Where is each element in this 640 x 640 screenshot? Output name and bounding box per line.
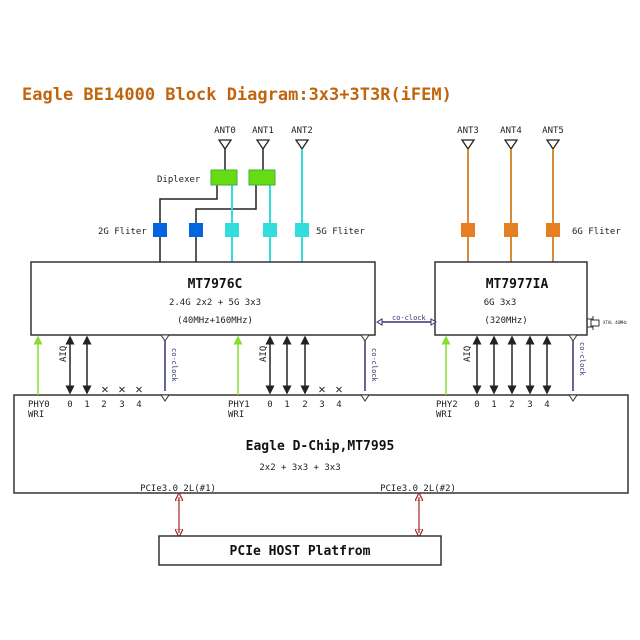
5g-filter-block bbox=[225, 223, 239, 237]
dchip-mt7995 bbox=[13, 394, 629, 494]
co-clock-arrow-icon bbox=[376, 318, 437, 326]
2g-filter-block bbox=[189, 223, 203, 237]
diplexer-label: Diplexer bbox=[157, 175, 201, 185]
unused-mark: ✕ bbox=[101, 382, 108, 396]
xtal-label: XTAL 40MHz bbox=[603, 320, 628, 325]
unused-mark: ✕ bbox=[318, 382, 325, 396]
mt7976c-chip bbox=[30, 261, 376, 336]
pcie-port-label: PCIe3.0 2L(#2) bbox=[380, 484, 456, 494]
antenna-icon bbox=[217, 139, 561, 151]
port-number: 2 bbox=[302, 400, 307, 410]
phy-label: PHY2 bbox=[436, 400, 458, 410]
pcie-port-label: PCIe3.0 2L(#1) bbox=[140, 484, 216, 494]
chip-name: MT7977IA bbox=[486, 277, 549, 292]
antenna-group: ANT0 ANT1 ANT2 ANT3 ANT4 ANT5 bbox=[214, 126, 564, 151]
antenna-label: ANT0 bbox=[214, 126, 236, 136]
port-number: 1 bbox=[284, 400, 289, 410]
6g-filter-block bbox=[546, 223, 560, 237]
port-number: 4 bbox=[544, 400, 549, 410]
unused-mark: ✕ bbox=[335, 382, 342, 396]
phy-label: PHY1 bbox=[228, 400, 250, 410]
6g-rf-path bbox=[467, 149, 554, 262]
antenna-label: ANT4 bbox=[500, 126, 522, 136]
co-clock-label: co-clock bbox=[170, 348, 178, 383]
antenna-label: ANT5 bbox=[542, 126, 564, 136]
port-number: 1 bbox=[84, 400, 89, 410]
2g-filter-label: 2G Fliter bbox=[98, 227, 147, 237]
5g-rf-path bbox=[231, 149, 303, 262]
port-number: 0 bbox=[474, 400, 479, 410]
mt7977ia-chip bbox=[434, 261, 588, 336]
chip-spec: 2x2 + 3x3 + 3x3 bbox=[259, 463, 340, 473]
unused-mark: ✕ bbox=[135, 382, 142, 396]
6g-filter-label: 6G Fliter bbox=[572, 227, 621, 237]
co-clock-label: co-clock bbox=[392, 314, 427, 322]
port-number: 2 bbox=[101, 400, 106, 410]
6g-filter-block bbox=[504, 223, 518, 237]
chip-bandwidth: (40MHz+160MHz) bbox=[177, 316, 253, 326]
phy-sub-label: WRI bbox=[28, 410, 44, 420]
phy-label: PHY0 bbox=[28, 400, 50, 410]
5g-filter-label: 5G Fliter bbox=[316, 227, 365, 237]
phy-sub-label: WRI bbox=[228, 410, 244, 420]
2g-rf-path bbox=[159, 149, 264, 262]
chip-bandwidth: (320MHz) bbox=[484, 316, 527, 326]
diplexer-block bbox=[210, 169, 238, 186]
antenna-label: ANT3 bbox=[457, 126, 479, 136]
port-number: 0 bbox=[67, 400, 72, 410]
5g-filter-block bbox=[263, 223, 277, 237]
port-number: 2 bbox=[509, 400, 514, 410]
co-clock-label: co-clock bbox=[578, 342, 586, 377]
port-number: 3 bbox=[119, 400, 124, 410]
phy1-interface: AIQ ✕ ✕ co-clock PHY1 WRI 0 1 2 3 4 bbox=[228, 334, 378, 420]
aiq-label: AIQ bbox=[59, 346, 69, 362]
antenna-label: ANT2 bbox=[291, 126, 313, 136]
co-clock-label: co-clock bbox=[370, 348, 378, 383]
chip-spec: 6G 3x3 bbox=[484, 298, 517, 308]
chip-spec: 2.4G 2x2 + 5G 3x3 bbox=[169, 298, 261, 308]
unused-mark: ✕ bbox=[118, 382, 125, 396]
diplexer-block bbox=[248, 169, 276, 186]
phy2-interface: AIQ co-clock PHY2 WRI 0 1 2 3 4 bbox=[436, 334, 586, 420]
port-number: 3 bbox=[319, 400, 324, 410]
port-number: 0 bbox=[267, 400, 272, 410]
aiq-label: AIQ bbox=[259, 346, 269, 362]
pcie-host-platform bbox=[158, 535, 442, 566]
port-number: 4 bbox=[336, 400, 341, 410]
antenna-label: ANT1 bbox=[252, 126, 274, 136]
chip-name: MT7976C bbox=[188, 277, 243, 292]
clock-triangle-icon bbox=[360, 334, 370, 402]
6g-filter-block bbox=[461, 223, 475, 237]
host-label: PCIe HOST Platfrom bbox=[230, 544, 371, 559]
phy-sub-label: WRI bbox=[436, 410, 452, 420]
clock-triangle-icon bbox=[568, 334, 578, 402]
chip-name: Eagle D-Chip,MT7995 bbox=[246, 439, 395, 454]
xtal-icon bbox=[587, 316, 600, 330]
port-number: 3 bbox=[527, 400, 532, 410]
aiq-label: AIQ bbox=[463, 346, 473, 362]
port-number: 1 bbox=[491, 400, 496, 410]
5g-filter-block bbox=[295, 223, 309, 237]
phy0-interface: AIQ ✕ ✕ ✕ co-clock PHY0 WRI 0 1 2 3 4 bbox=[28, 334, 178, 420]
clock-triangle-icon bbox=[160, 334, 170, 402]
diagram-title: Eagle BE14000 Block Diagram:3x3+3T3R(iFE… bbox=[22, 85, 452, 105]
2g-filter-block bbox=[153, 223, 167, 237]
port-number: 4 bbox=[136, 400, 141, 410]
